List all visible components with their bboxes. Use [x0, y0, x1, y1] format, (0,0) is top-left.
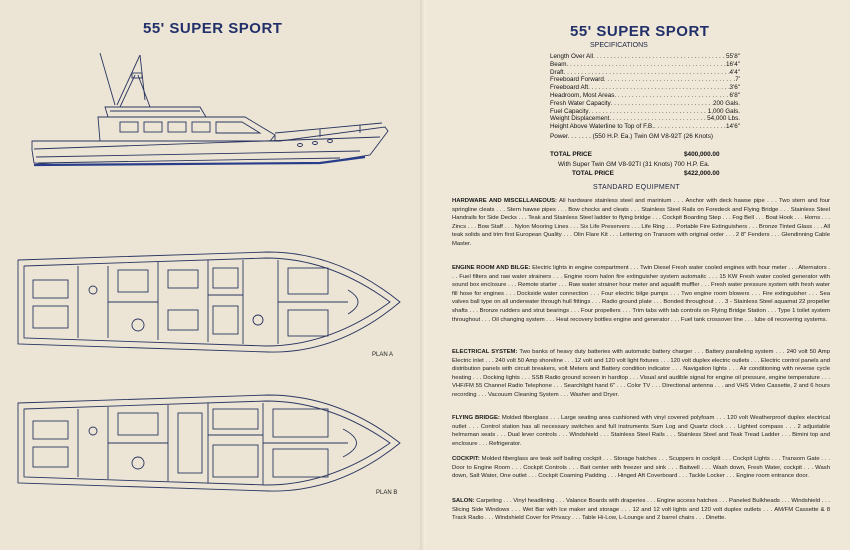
spec-row: Headroom, Most Areas 6'8"	[550, 92, 740, 100]
section-electrical: ELECTRICAL SYSTEM: Two banks of heavy du…	[452, 349, 830, 398]
spec-value: 16'4"	[726, 60, 740, 68]
spec-label: Height Above Waterline to Top of F.B.	[550, 123, 654, 131]
spec-label: Weight Displacement	[550, 115, 610, 123]
spec-row: Height Above Waterline to Top of F.B. 14'…	[550, 123, 740, 131]
plan-b-drawing	[17, 394, 401, 492]
spec-value: 3'6"	[729, 84, 740, 92]
left-page-title: 55' SUPER SPORT	[143, 20, 283, 37]
spec-value: 6'8"	[729, 91, 740, 99]
section-flying-bridge: FLYING BRIDGE: Molded fiberglass . . . L…	[452, 415, 830, 447]
spec-label: Beam	[550, 60, 567, 68]
power-line: Power. . . . . . . (550 H.P. Ea.) Twin G…	[550, 133, 714, 140]
spec-label: Length Over All	[550, 53, 594, 60]
spec-leader-dots	[588, 84, 729, 92]
spec-row: Fresh Water Capacity 200 Gals.	[550, 100, 740, 108]
spec-leader-dots	[609, 115, 707, 123]
standard-equipment-heading: STANDARD EQUIPMENT	[593, 184, 680, 191]
spec-row: Length Over All 55'8"	[550, 53, 740, 61]
spec-row: Draft 4'4"	[550, 69, 740, 77]
total-price2-label: TOTAL PRICE	[572, 170, 614, 177]
spec-leader-dots	[654, 123, 726, 131]
spec-value: 7'	[735, 76, 740, 84]
right-page-title: 55' SUPER SPORT	[570, 23, 710, 40]
spec-value: 200 Gals.	[713, 99, 740, 107]
spec-value: 54,000 Lbs.	[707, 115, 740, 123]
spec-row: Freeboard Aft 3'6"	[550, 84, 740, 92]
spec-value: 14'6"	[726, 123, 740, 131]
spec-leader-dots	[589, 108, 708, 116]
spec-leader-dots	[566, 61, 726, 69]
spec-value: 55'8"	[726, 53, 740, 60]
spec-label: Fresh Water Capacity	[550, 99, 611, 107]
spec-label: Headroom, Most Areas	[550, 91, 615, 99]
section-hardware: HARDWARE AND MISCELLANEOUS: All hardware…	[452, 198, 830, 247]
total-price-value: $400,000.00	[684, 151, 720, 158]
spec-leader-dots	[564, 69, 730, 77]
spec-row: Fuel Capacity 1,000 Gals.	[550, 108, 740, 116]
spec-leader-dots	[593, 53, 726, 61]
spec-leader-dots	[611, 100, 713, 108]
section-cockpit: COCKPIT: Molded fiberglass are teak self…	[452, 456, 830, 480]
spec-label: Fuel Capacity	[550, 107, 589, 115]
spec-label: Freeboard Aft	[550, 84, 589, 92]
spec-leader-dots	[614, 92, 729, 100]
section-engine-room: ENGINE ROOM AND BILGE: Electric lights i…	[452, 265, 830, 323]
spec-label: Freeboard Forward	[550, 76, 604, 84]
spec-row: Beam 16'4"	[550, 61, 740, 69]
total-price-label: TOTAL PRICE	[550, 151, 592, 158]
spec-leader-dots	[604, 76, 735, 84]
spec-value: 1,000 Gals.	[707, 107, 740, 115]
specifications-table: Length Over All55'8"Beam16'4"Draft4'4"Fr…	[550, 53, 740, 131]
section-salon: SALON: Carpeting . . . Vinyl headlining …	[452, 498, 830, 522]
boat-profile-drawing	[31, 52, 389, 167]
total-price2-value: $422,000.00	[684, 170, 720, 177]
specifications-heading: SPECIFICATIONS	[590, 42, 648, 49]
plan-b-label: PLAN B	[376, 490, 398, 496]
plan-a-drawing	[17, 251, 401, 353]
super-twin-line: With Super Twin GM V8-92TI (31 Knots) 70…	[558, 161, 710, 168]
plan-a-label: PLAN A	[372, 352, 394, 358]
spec-value: 4'4"	[729, 68, 740, 76]
spec-row: Freeboard Forward 7'	[550, 76, 740, 84]
spec-label: Draft	[550, 68, 564, 76]
spec-row: Weight Displacement 54,000 Lbs.	[550, 115, 740, 123]
